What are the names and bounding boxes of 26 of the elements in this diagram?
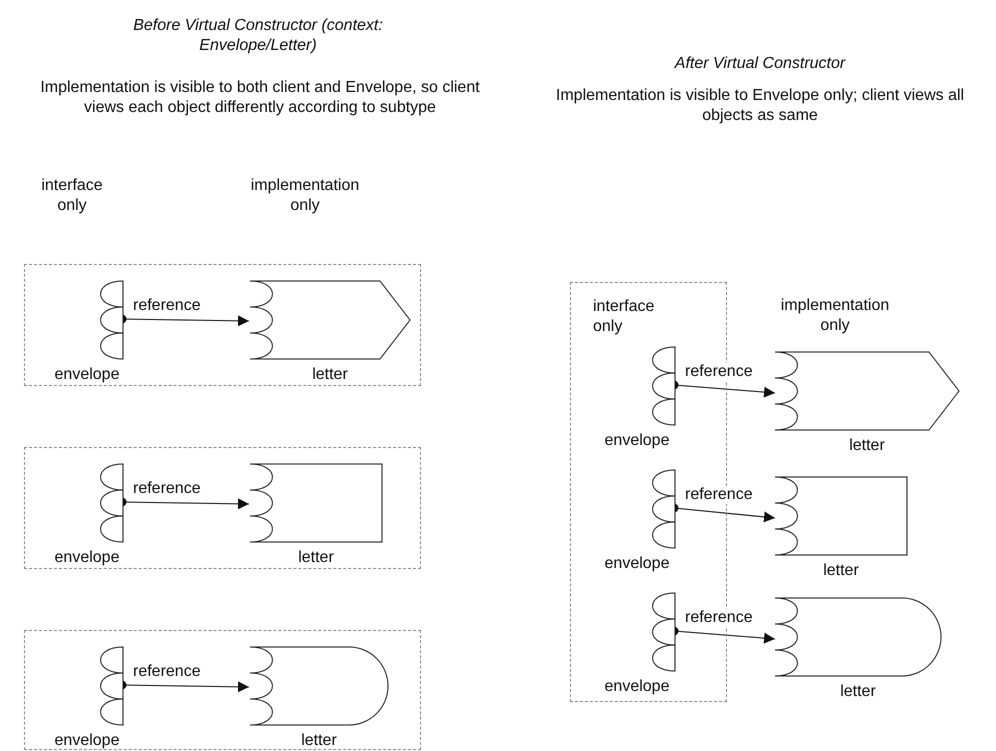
node-label: letter — [822, 561, 860, 581]
description-text: Implementation is visible to Envelope only; client views all objects as same — [554, 86, 966, 126]
edge-label: reference — [683, 609, 755, 627]
description-text: implementation only — [250, 176, 360, 216]
group-label: interface only — [593, 297, 656, 337]
dashed-frame — [24, 630, 421, 750]
description-text: Implementation is visible to both client and Envelope, so client views each object differently according to subtype — [39, 78, 481, 118]
node-label: letter — [300, 731, 338, 751]
node-label: letter — [311, 365, 349, 385]
node-label: envelope — [54, 731, 120, 751]
node-label: letter — [297, 548, 335, 568]
description-text: implementation only — [780, 296, 890, 336]
dashed-frame — [24, 447, 421, 569]
dashed-frame — [24, 264, 421, 386]
node-label: envelope — [604, 677, 670, 697]
edge-label: reference — [683, 363, 755, 381]
panel-heading: After Virtual Constructor — [673, 54, 847, 74]
node-label: letter — [839, 682, 877, 702]
node-label: letter — [848, 436, 886, 456]
node-label: envelope — [54, 548, 120, 568]
panel-heading: Before Virtual Constructor (context: Envelope/Letter) — [132, 16, 384, 56]
description-text: interface only — [40, 176, 104, 216]
edge-label: reference — [683, 486, 755, 504]
node-label: envelope — [54, 365, 120, 385]
node-label: envelope — [604, 431, 670, 451]
node-label: envelope — [604, 554, 670, 574]
